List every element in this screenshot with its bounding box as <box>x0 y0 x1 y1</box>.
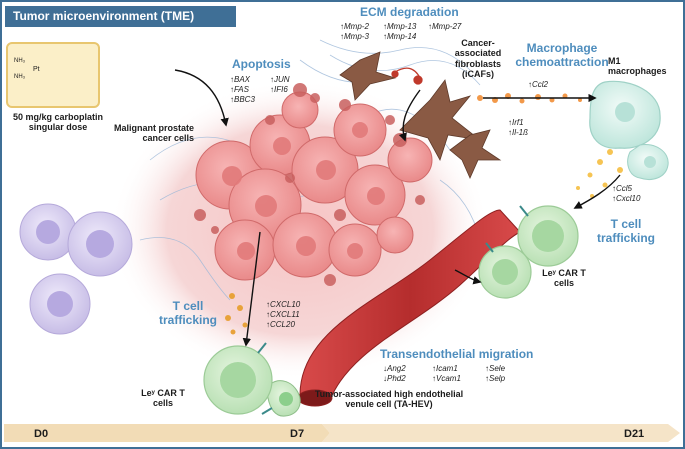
tcell-left-cell-label: Leʸ CAR T cells <box>141 388 185 409</box>
hev-cell <box>261 380 301 417</box>
tcell-right-cell-label: Leʸ CAR T cells <box>542 268 586 289</box>
drug-nh3-bottom: NH₃ <box>14 74 26 80</box>
transendothelial-genes-col1: ↓Ang2 ↓Phd2 <box>383 364 423 384</box>
timeline <box>4 424 680 442</box>
mmp-arrows <box>391 67 423 85</box>
apoptosis-genes-col2: ↑JUN ↑IFI6 <box>270 75 310 95</box>
gene-sele: ↑Sele <box>485 364 506 373</box>
transendothelial-heading: Transendothelial migration <box>380 347 534 361</box>
gene-phd2: ↓Phd2 <box>383 374 406 383</box>
macrophage-gene-ccl2: ↑Ccl2 <box>528 80 548 90</box>
gene-mmp14: ↑Mmp-14 <box>383 32 417 41</box>
timeline-mid-label: D7 <box>290 428 305 440</box>
process-arrows <box>174 69 621 347</box>
gene-mmp3: ↑Mmp-3 <box>340 32 369 41</box>
drug-nh3-top: NH₃ <box>14 58 26 64</box>
gene-cxcl10-left: ↑CXCL10 <box>266 300 301 309</box>
timeline-segment-1 <box>4 424 330 442</box>
chemokine-dots <box>225 93 623 335</box>
macrophage-heading: Macrophage chemoattraction <box>515 41 609 69</box>
tcell-right-genes: ↑Ccl5 ↑Cxcl10 <box>612 184 640 204</box>
tcell-right-heading: T cell trafficking <box>596 217 655 245</box>
transendothelial-genes-col2: ↑Icam1 ↑Vcam1 <box>432 364 472 384</box>
ecm-heading: ECM degradation <box>360 5 459 19</box>
gene-il1b: ↑Il-1ß <box>508 128 528 137</box>
icaf-fibroblasts <box>339 51 502 179</box>
gene-mmp27: ↑Mmp-27 <box>428 22 462 31</box>
car-t-cells <box>203 205 579 415</box>
gene-selp: ↑Selp <box>485 374 506 383</box>
gene-ifi6: ↑IFI6 <box>270 85 288 94</box>
gene-irf1: ↑Irf1 <box>508 118 524 127</box>
icafs-label: Cancer-associated fibroblasts (iCAFs) <box>454 38 502 80</box>
gene-ang2: ↓Ang2 <box>383 364 406 373</box>
gene-mmp13: ↑Mmp-13 <box>383 22 417 31</box>
resting-immune-cells <box>19 203 133 335</box>
ecm-genes-col1: ↑Mmp-2 ↑Mmp-3 <box>340 22 382 42</box>
malignant-tumor-mass <box>194 83 433 286</box>
dose-label: 50 mg/kg carboplatin singular dose <box>12 112 104 133</box>
macrophage-genes-lower: ↑Irf1 ↑Il-1ß <box>508 118 528 138</box>
ecm-genes-col3: ↑Mmp-27 <box>428 22 472 32</box>
gene-fas: ↑FAS <box>230 85 249 94</box>
apoptosis-genes-col1: ↑BAX ↑FAS ↑BBC3 <box>230 75 270 105</box>
blood-vessel <box>297 209 521 407</box>
gene-cxcl11: ↑CXCL11 <box>266 310 300 319</box>
gene-mmp2: ↑Mmp-2 <box>340 22 369 31</box>
gene-icam1: ↑Icam1 <box>432 364 458 373</box>
gene-ccl5: ↑Ccl5 <box>612 184 633 193</box>
timeline-segment-2 <box>322 424 680 442</box>
m1-macrophages <box>589 80 669 180</box>
timeline-start-label: D0 <box>34 428 49 440</box>
gene-bax: ↑BAX <box>230 75 251 84</box>
malignant-cells-label: Malignant prostate cancer cells <box>113 123 194 144</box>
tcell-left-heading: T cell trafficking <box>158 299 217 327</box>
gene-ccl2: ↑Ccl2 <box>528 80 549 89</box>
ecm-genes-col2: ↑Mmp-13 ↑Mmp-14 <box>383 22 427 42</box>
tcell-left-genes: ↑CXCL10 ↑CXCL11 ↑CCL20 <box>266 300 300 330</box>
gene-cxcl10-right: ↑Cxcl10 <box>612 194 641 203</box>
timeline-end-label: D21 <box>624 428 645 440</box>
page-title: Tumor microenvironment (TME) <box>5 6 236 27</box>
gene-vcam1: ↑Vcam1 <box>432 374 461 383</box>
m1-macrophages-label: M1 macrophages <box>608 56 667 77</box>
hev-label: Tumor-associated high endothelial venule… <box>314 389 464 410</box>
drug-box: NH₃ NH₃ Pt <box>6 42 100 108</box>
apoptosis-heading: Apoptosis <box>232 57 291 71</box>
drug-pt: Pt <box>33 66 40 73</box>
gene-jun: ↑JUN <box>270 75 290 84</box>
gene-bbc3: ↑BBC3 <box>230 95 255 104</box>
transendothelial-genes-col3: ↑Sele ↑Selp <box>485 364 525 384</box>
gene-ccl20: ↑CCL20 <box>266 320 295 329</box>
